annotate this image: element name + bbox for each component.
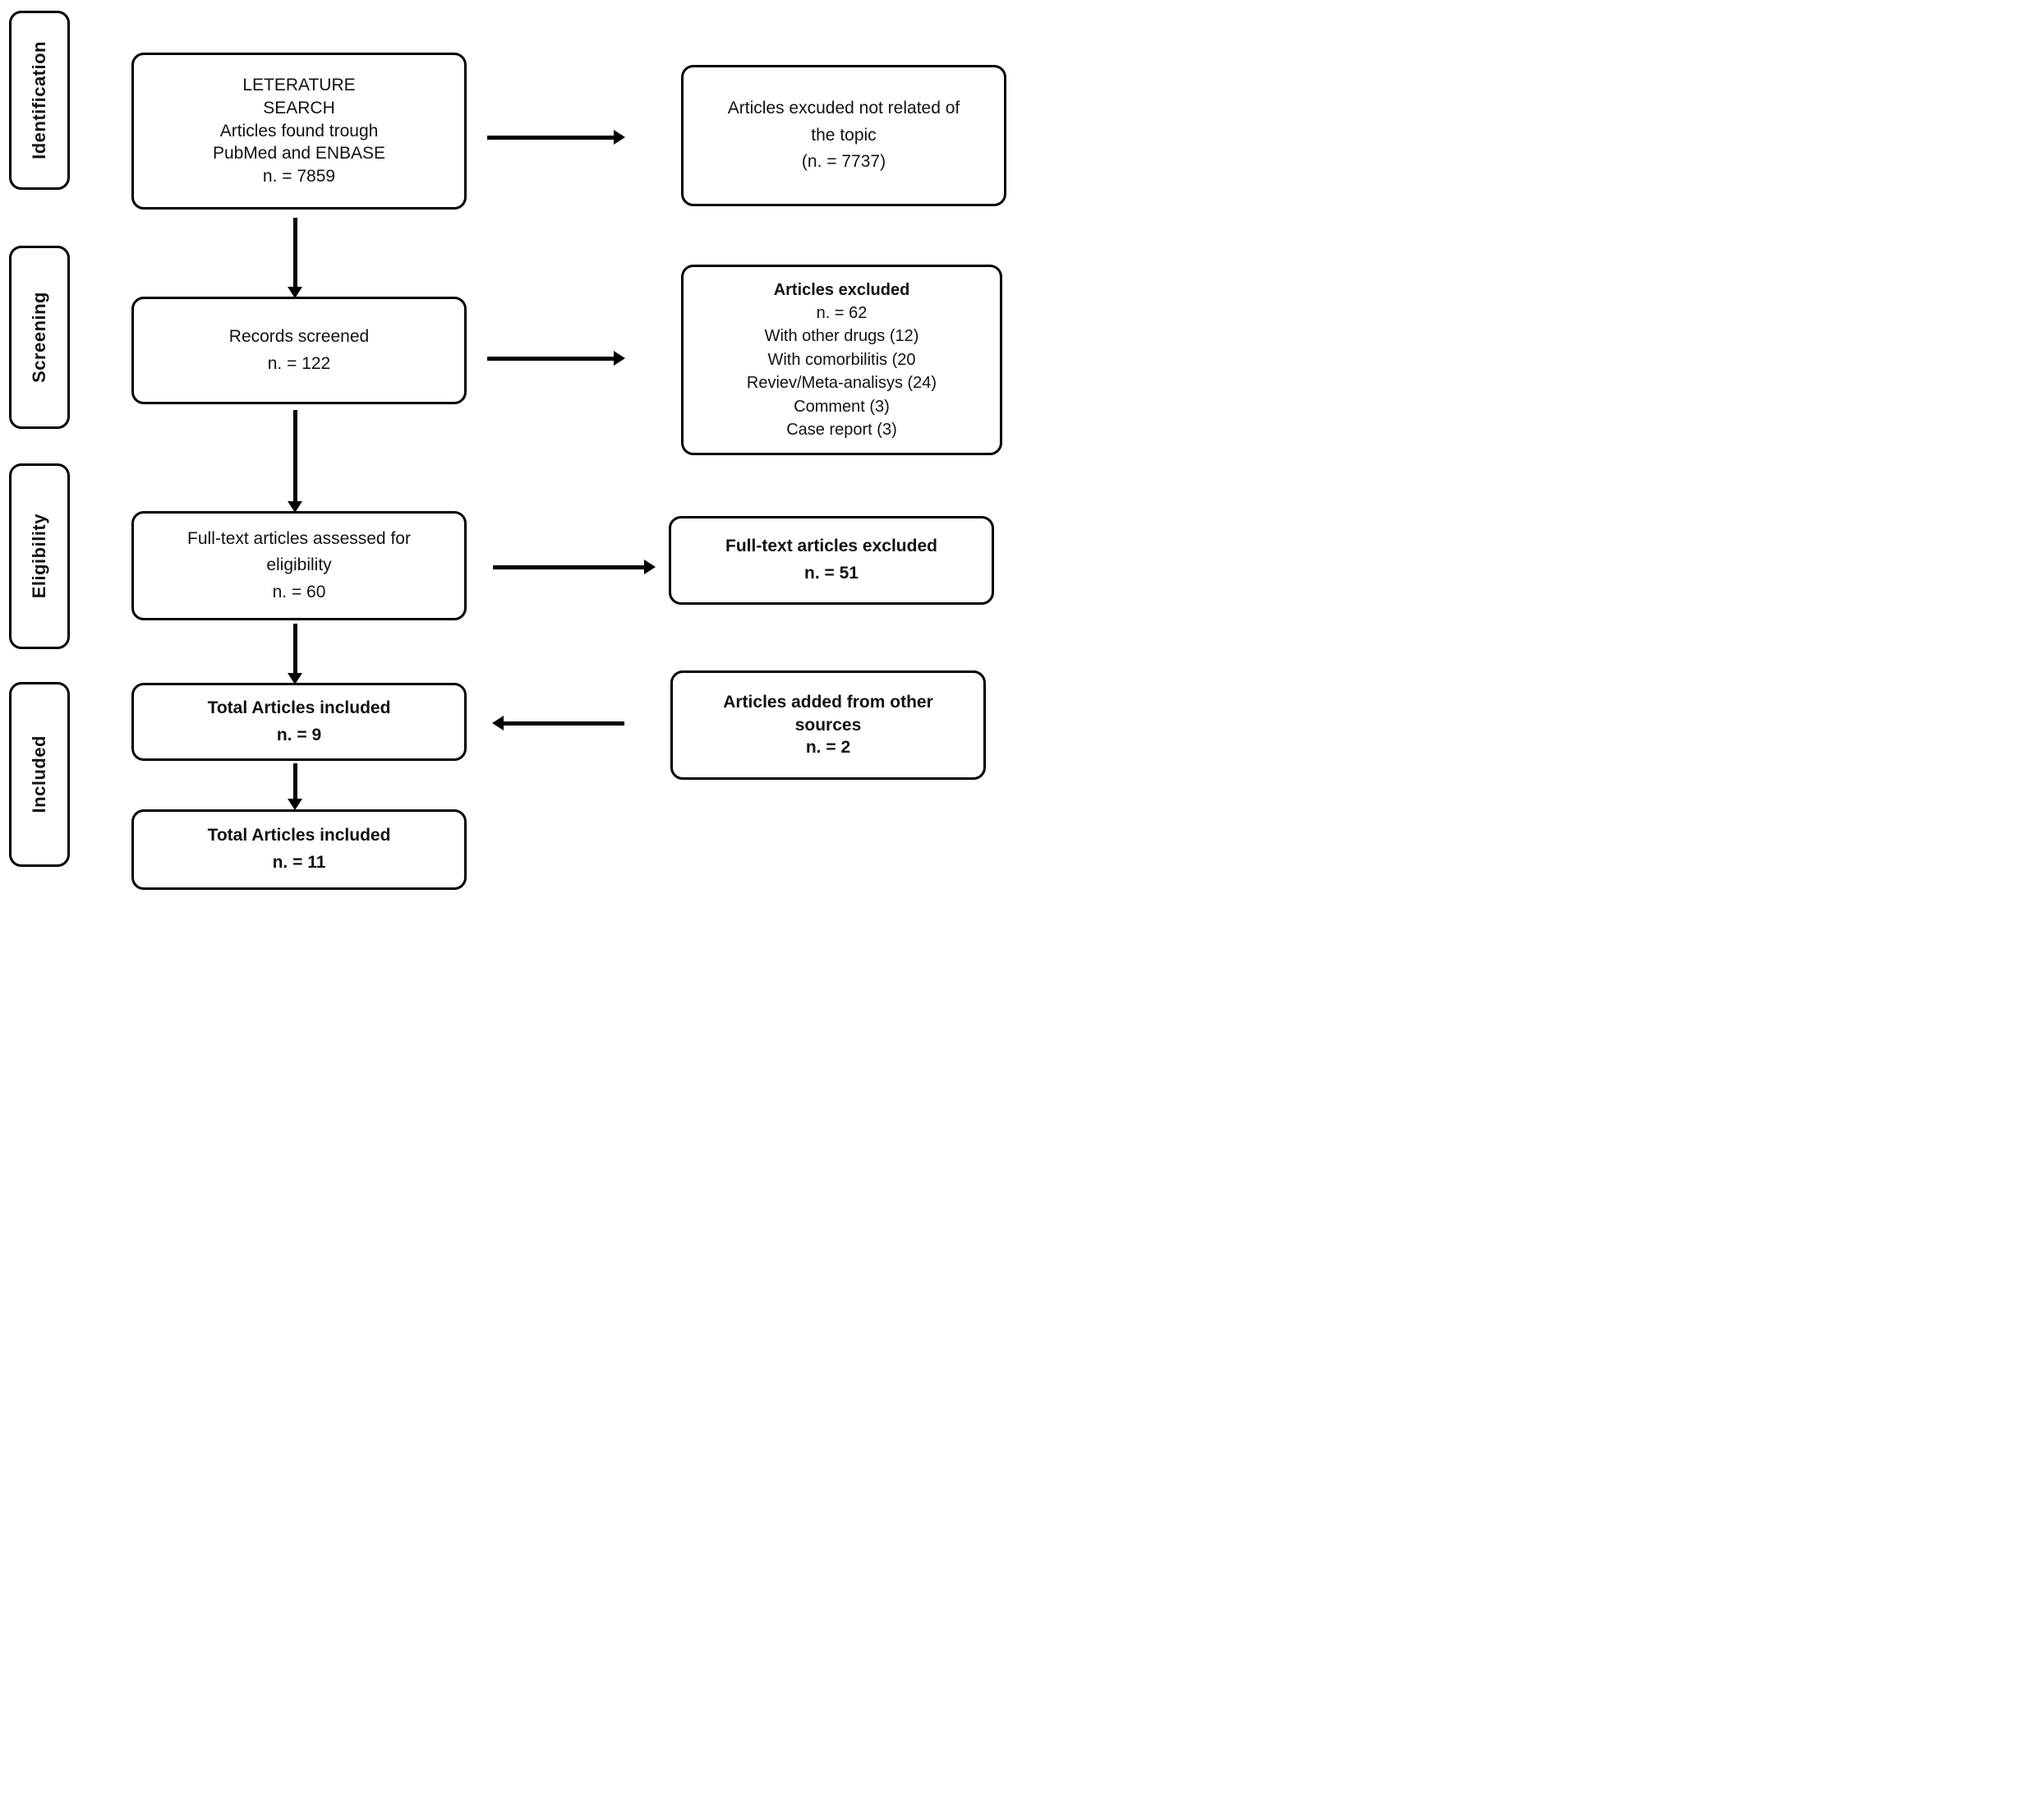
text-line: PubMed and ENBASE [212, 144, 386, 164]
arrow-search-to-not-related [487, 130, 625, 145]
box-articles-excluded: Articles excluded n. = 62 With other drug… [681, 265, 1002, 455]
stage-included-label: Included [29, 735, 49, 813]
text-line: n. = 9 [276, 725, 322, 744]
text-line: LETERATURE [242, 76, 356, 95]
arrow-search-to-screened [288, 218, 302, 298]
text-line: n. = 60 [272, 582, 326, 601]
text-line: With comorbilitis (20 [767, 350, 916, 369]
arrow-included9-to-included11 [288, 763, 302, 810]
arrow-other-sources-to-included [492, 716, 624, 730]
text-line: Full-text articles assessed for [187, 528, 411, 548]
box-total-included-9: Total Articles included n. = 9 [131, 683, 467, 761]
text-line: n. = 11 [272, 853, 326, 872]
arrow-screened-to-fulltext [288, 410, 302, 513]
stage-included: Included [9, 682, 70, 867]
box-added-other-sources: Articles added from other sources n. = 2 [670, 670, 986, 780]
stage-screening: Screening [9, 246, 70, 429]
text-line: Reviev/Meta-analisys (24) [746, 374, 937, 393]
text-line: Articles found trough [219, 121, 379, 141]
text-line: (n. = 7737) [801, 152, 886, 172]
stage-identification-label: Identification [29, 41, 49, 159]
text-line: Articles excuded not related of [727, 99, 960, 118]
text-line: sources [794, 715, 862, 735]
text-line: SEARCH [263, 98, 335, 117]
box-articles-excluded-details: n. = 62 With other drugs (12) With comorbi… [747, 302, 937, 441]
box-excluded-not-related: Articles excuded not related of the topic… [681, 65, 1006, 206]
stage-identification: Identification [9, 11, 70, 190]
prisma-flow-diagram: Identification Screening Eligibility Inc… [0, 0, 1022, 899]
box-total-included-11: Total Articles included n. = 11 [131, 809, 467, 890]
text-line: Records screened [228, 326, 370, 346]
text-line: Articles added from other [723, 692, 933, 712]
box-fulltext-assessed: Full-text articles assessed for eligibili… [131, 511, 467, 620]
text-line: Total Articles included [207, 698, 391, 717]
text-line: n. = 122 [267, 353, 331, 373]
text-line: the topic [811, 125, 877, 145]
box-records-screened: Records screened n. = 122 [131, 297, 467, 404]
arrow-fulltext-to-fulltext-excluded [493, 560, 656, 574]
text-line: Case report (3) [786, 420, 897, 439]
text-line: Total Articles included [207, 826, 391, 846]
text-line: Comment (3) [794, 397, 890, 416]
stage-eligibility: Eligibility [9, 463, 70, 649]
box-fulltext-excluded: Full-text articles excluded n. = 51 [669, 516, 994, 605]
text-line: n. = 7859 [262, 167, 336, 187]
text-line: With other drugs (12) [764, 327, 919, 346]
stage-eligibility-label: Eligibility [29, 514, 49, 599]
box-articles-excluded-title: Articles excluded [773, 280, 910, 299]
text-line: n. = 2 [805, 738, 851, 758]
stage-screening-label: Screening [29, 292, 49, 383]
text-line: n. = 51 [804, 564, 859, 583]
text-line: n. = 62 [816, 304, 868, 323]
arrow-screened-to-excluded [487, 351, 625, 366]
arrow-fulltext-to-included [288, 624, 302, 684]
text-line: eligibility [266, 555, 332, 575]
text-line: Full-text articles excluded [725, 537, 937, 556]
